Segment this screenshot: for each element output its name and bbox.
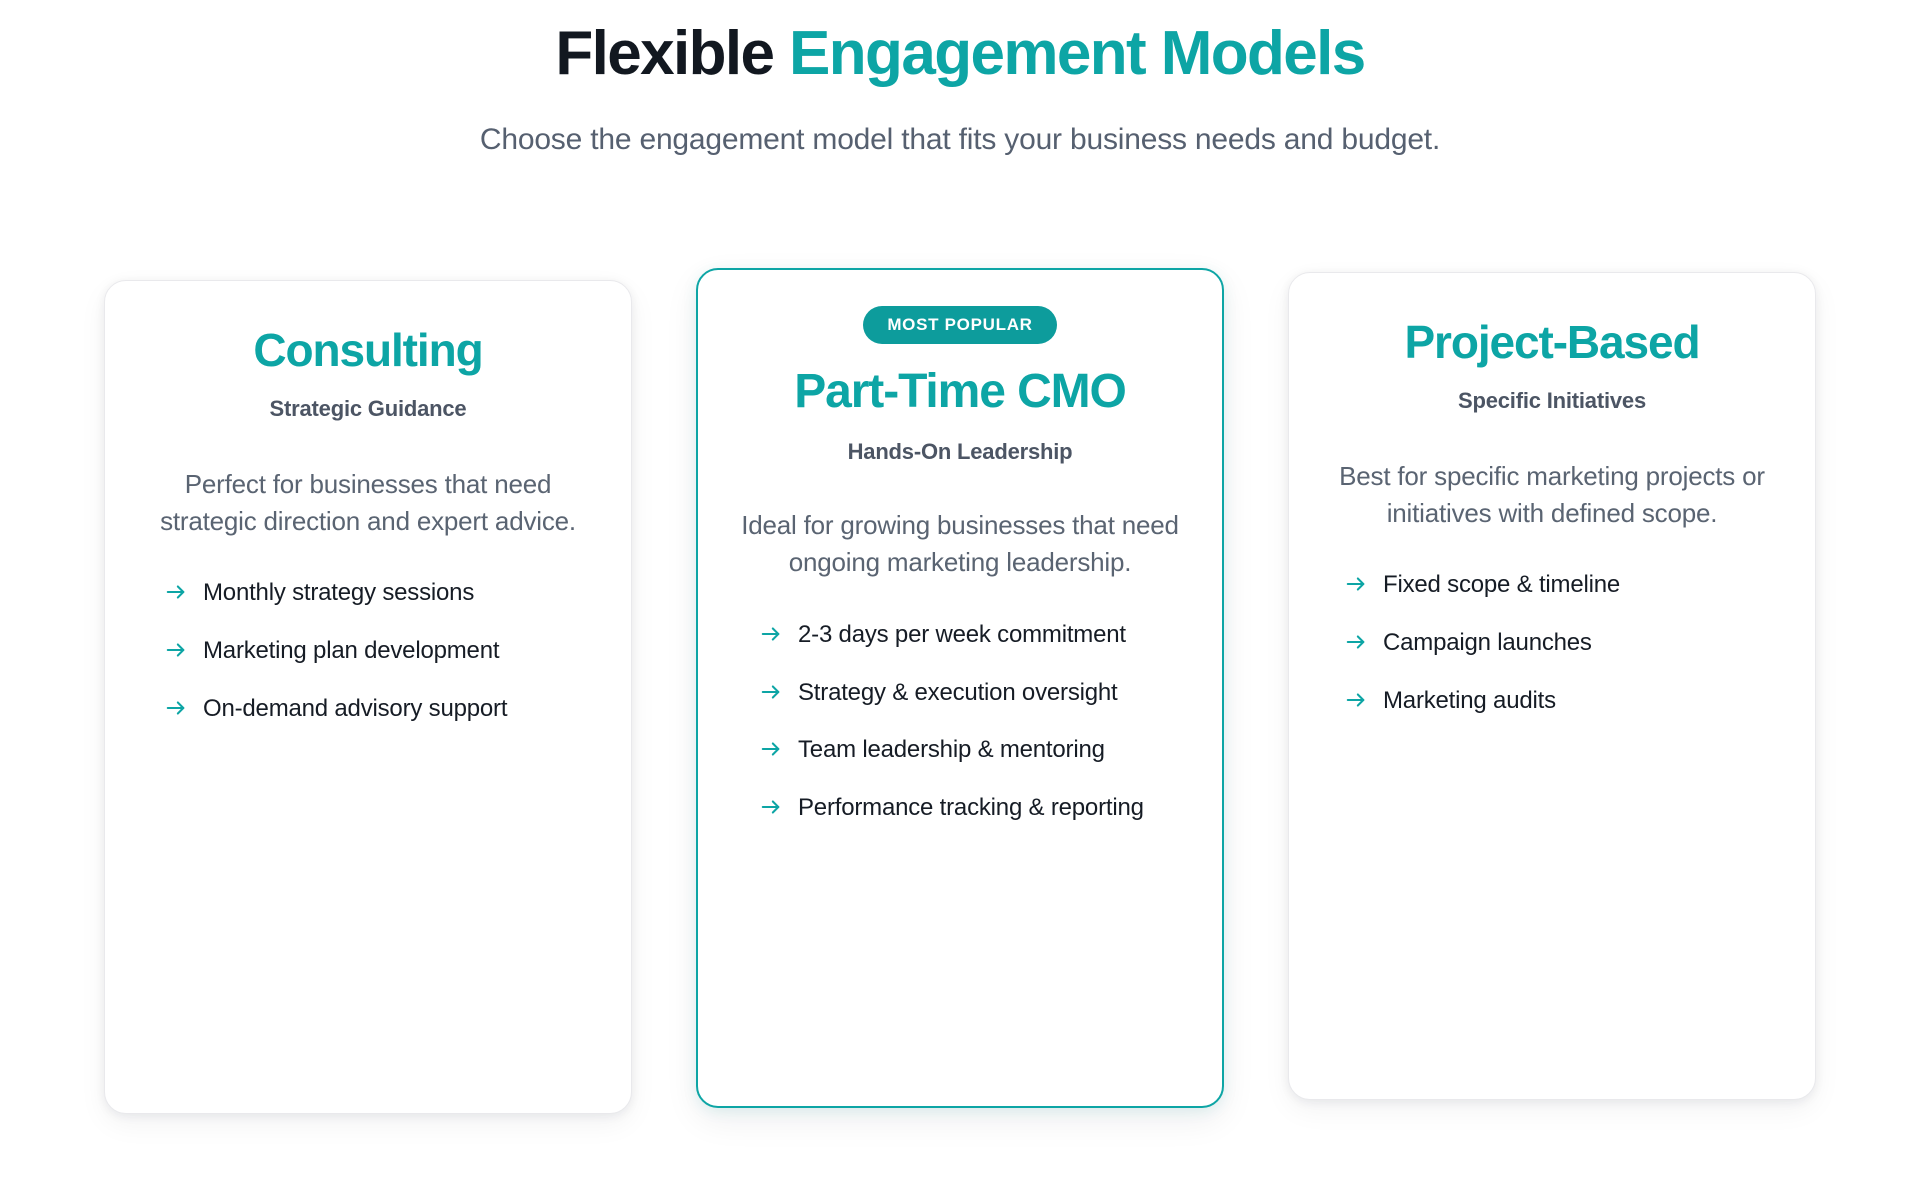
arrow-right-icon (163, 577, 189, 607)
card-description-part-time-cmo: Ideal for growing businesses that need o… (741, 509, 1179, 577)
arrow-right-icon (758, 677, 784, 707)
list-item: Marketing audits (1343, 685, 1779, 717)
list-item: 2-3 days per week commitment (758, 619, 1186, 651)
feature-label: Performance tracking & reporting (798, 794, 1144, 822)
list-item: On-demand advisory support (163, 693, 595, 725)
arrow-right-icon (1343, 685, 1369, 715)
arrow-right-icon (758, 619, 784, 649)
list-item: Strategy & execution oversight (758, 677, 1186, 709)
page-title: Flexible Engagement Models (0, 18, 1920, 89)
feature-label: Marketing plan development (203, 637, 500, 665)
engagement-card-project-based[interactable]: Project-Based Specific Initiatives Best … (1288, 272, 1816, 1100)
list-item: Marketing plan development (163, 635, 595, 667)
list-item: Team leadership & mentoring (758, 734, 1186, 766)
arrow-right-icon (1343, 627, 1369, 657)
status-badge: MOST POPULAR (863, 306, 1057, 344)
feature-list-part-time-cmo: 2-3 days per week commitment Strategy & … (734, 619, 1186, 825)
feature-label: Fixed scope & timeline (1383, 571, 1621, 599)
page-header: Flexible Engagement Models Choose the en… (0, 0, 1920, 157)
feature-label: Team leadership & mentoring (798, 736, 1105, 764)
arrow-right-icon (163, 693, 189, 723)
feature-list-consulting: Monthly strategy sessions Marketing plan… (141, 577, 595, 725)
arrow-right-icon (758, 792, 784, 822)
most-popular-badge-wrap: MOST POPULAR (734, 306, 1186, 344)
list-item: Fixed scope & timeline (1343, 569, 1779, 601)
feature-label: 2-3 days per week commitment (798, 620, 1126, 648)
card-subtitle-part-time-cmo: Hands-On Leadership (847, 438, 1073, 464)
pricing-cards-row: Consulting Strategic Guidance Perfect fo… (0, 268, 1920, 1114)
feature-list-project-based: Fixed scope & timeline Campaign launches… (1325, 569, 1779, 717)
card-title-project-based: Project-Based (1404, 316, 1700, 368)
list-item: Campaign launches (1343, 627, 1779, 659)
page-title-part-one: Flexible (555, 19, 790, 88)
arrow-right-icon (163, 635, 189, 665)
arrow-right-icon (758, 734, 784, 764)
card-subtitle-consulting: Strategic Guidance (269, 395, 467, 421)
page-title-accent: Engagement Models (789, 19, 1366, 88)
card-title-part-time-cmo: Part-Time CMO (794, 365, 1127, 418)
engagement-card-consulting[interactable]: Consulting Strategic Guidance Perfect fo… (104, 280, 632, 1114)
feature-label: Campaign launches (1383, 629, 1592, 657)
page-subtitle: Choose the engagement model that fits yo… (479, 123, 1441, 157)
card-description-consulting: Perfect for businesses that need strateg… (160, 468, 576, 536)
list-item: Performance tracking & reporting (758, 792, 1186, 824)
engagement-card-part-time-cmo[interactable]: MOST POPULAR Part-Time CMO Hands-On Lead… (696, 268, 1224, 1108)
card-description-project-based: Best for specific marketing projects or … (1339, 460, 1765, 528)
list-item: Monthly strategy sessions (163, 577, 595, 609)
feature-label: Marketing audits (1383, 687, 1556, 715)
feature-label: Monthly strategy sessions (203, 579, 475, 607)
arrow-right-icon (1343, 569, 1369, 599)
feature-label: On-demand advisory support (203, 695, 508, 723)
card-subtitle-project-based: Specific Initiatives (1458, 387, 1646, 413)
feature-label: Strategy & execution oversight (798, 678, 1118, 706)
card-title-consulting: Consulting (253, 324, 483, 376)
